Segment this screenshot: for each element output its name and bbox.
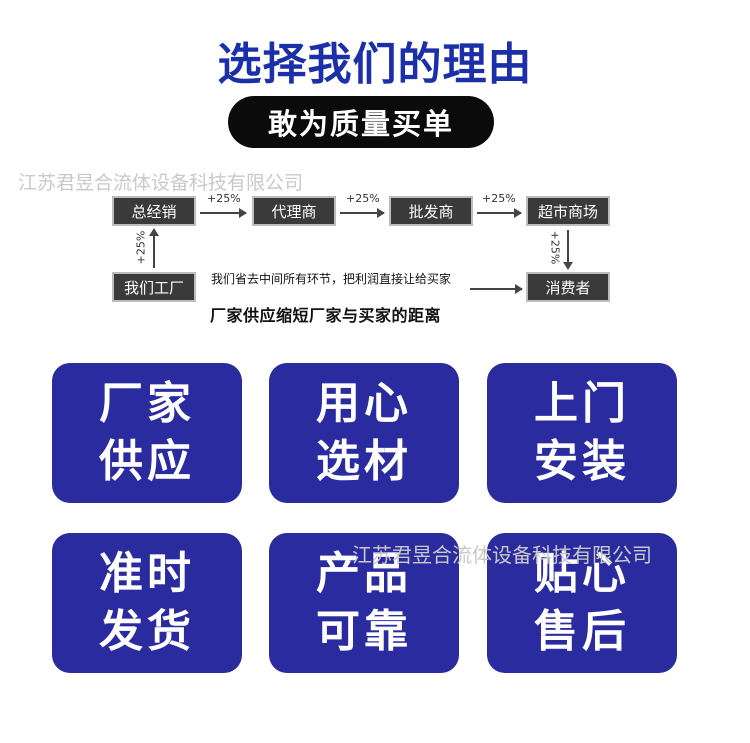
card-line: 选材: [316, 436, 412, 487]
markup-label: +25%: [346, 192, 380, 205]
feature-card: 产品 可靠: [269, 533, 459, 673]
flow-node-distributor: 总经销: [112, 196, 196, 226]
markup-label: +25%: [482, 192, 516, 205]
feature-card: 贴心 售后: [487, 533, 677, 673]
feature-card: 厂家 供应: [52, 363, 242, 503]
card-line: 可靠: [316, 606, 412, 657]
card-line: 上门: [534, 378, 630, 429]
feature-card: 准时 发货: [52, 533, 242, 673]
markup-label: +25%: [207, 192, 241, 205]
feature-card: 用心 选材: [269, 363, 459, 503]
card-line: 贴心: [534, 548, 630, 599]
arrow-right-icon: [200, 208, 247, 218]
arrow-up-icon: [149, 228, 159, 268]
flow-tagline: 厂家供应缩短厂家与买家的距离: [210, 306, 442, 325]
card-line: 产品: [316, 548, 412, 599]
flow-node-factory: 我们工厂: [112, 272, 196, 302]
flow-note: 我们省去中间所有环节，把利润直接让给买家: [211, 272, 452, 286]
feature-card: 上门 安装: [487, 363, 677, 503]
flow-node-consumer: 消费者: [526, 272, 610, 302]
card-line: 安装: [534, 436, 630, 487]
flow-node-agent: 代理商: [252, 196, 336, 226]
card-line: 发货: [99, 606, 195, 657]
card-line: 供应: [99, 436, 195, 487]
card-line: 用心: [316, 378, 412, 429]
markup-label: +25%: [134, 230, 148, 265]
watermark-text: 江苏君昱合流体设备科技有限公司: [18, 172, 304, 194]
flow-node-wholesaler: 批发商: [389, 196, 473, 226]
arrow-down-icon: [563, 230, 573, 270]
arrow-right-icon: [340, 208, 385, 218]
page-title: 选择我们的理由: [217, 39, 533, 90]
card-line: 厂家: [99, 378, 195, 429]
watermark-text: 江苏君昱合流体设备科技有限公司: [352, 543, 652, 567]
card-line: 准时: [99, 548, 195, 599]
markup-label: +25%: [548, 230, 562, 265]
card-line: 售后: [534, 606, 630, 657]
subtitle-badge: 敢为质量买单: [228, 96, 494, 148]
flow-node-supermarket: 超市商场: [526, 196, 610, 226]
arrow-right-icon: [470, 284, 523, 294]
arrow-right-icon: [477, 208, 522, 218]
